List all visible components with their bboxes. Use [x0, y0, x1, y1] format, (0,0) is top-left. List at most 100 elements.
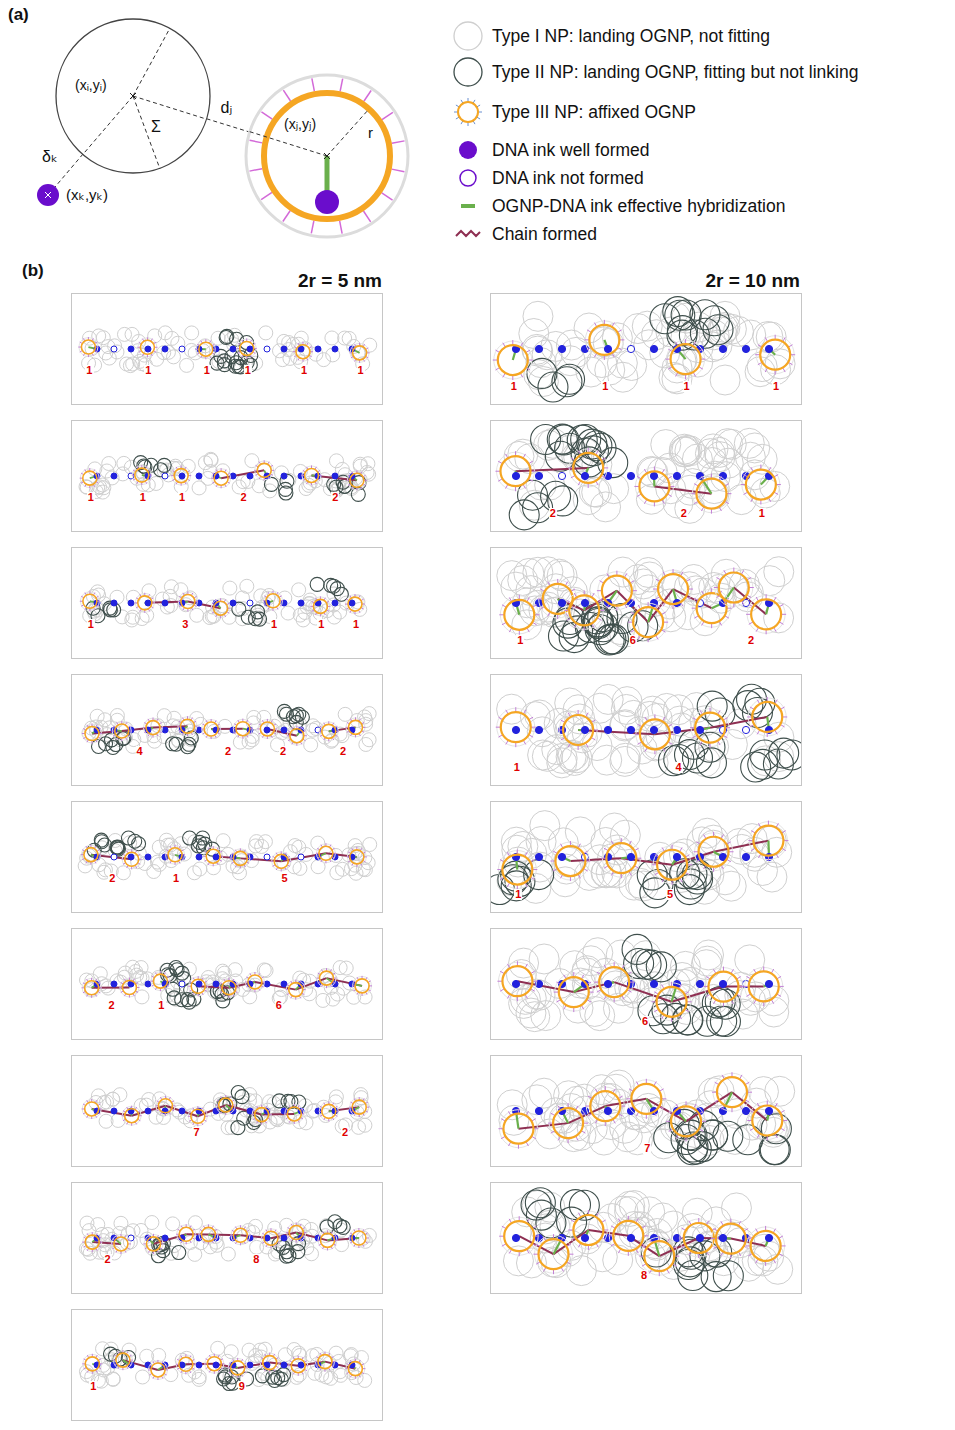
- dna-ink: [128, 600, 134, 606]
- np-halo: [231, 1226, 250, 1245]
- np-halo: [177, 1225, 196, 1244]
- np-halo: [80, 592, 99, 611]
- affixed-np: [352, 1100, 366, 1114]
- type-i-np: [292, 583, 306, 597]
- np-halo: [264, 591, 283, 610]
- type-i-np: [118, 327, 132, 341]
- panel-illustration: [79, 1215, 376, 1263]
- np-halo: [122, 850, 141, 869]
- type-ii-np: [279, 1249, 293, 1263]
- np-halo: [122, 1106, 141, 1125]
- np-halo: [82, 724, 101, 743]
- dna-ink: [145, 346, 151, 352]
- type-i-np: [362, 733, 376, 747]
- affixed-np: [158, 1099, 172, 1113]
- type-i-np: [353, 457, 367, 471]
- dna-ink: [128, 854, 134, 860]
- type-i-np: [255, 839, 269, 853]
- affixed-np: [146, 1237, 160, 1251]
- type-ii-np: [94, 833, 108, 847]
- np-halo: [252, 1105, 271, 1124]
- type-i-np: [363, 837, 377, 851]
- np-halo: [196, 340, 215, 359]
- np-halo: [293, 342, 312, 361]
- type-i-np: [224, 1345, 238, 1359]
- np-halo: [178, 717, 197, 736]
- affixed-np: [85, 1102, 99, 1116]
- affixed-np: [168, 848, 182, 862]
- dna-ink: [264, 727, 270, 733]
- dna-ink-not-formed: [179, 981, 185, 987]
- np-halo: [156, 1096, 175, 1115]
- affixed-np: [255, 1108, 269, 1122]
- np-halo: [135, 593, 154, 612]
- type-i-np: [278, 1348, 292, 1362]
- dna-ink-not-formed: [179, 346, 185, 352]
- type-i-np: [310, 1347, 324, 1361]
- type-ii-np: [166, 737, 180, 751]
- dna-ink: [196, 473, 202, 479]
- affixed-np: [264, 1231, 278, 1245]
- type-ii-np: [231, 1086, 245, 1100]
- type-i-np: [223, 581, 237, 595]
- type-i-np: [108, 339, 122, 353]
- np-halo: [272, 852, 291, 871]
- panel-illustration: [79, 960, 372, 1009]
- dna-ink: [162, 346, 168, 352]
- type-i-np: [263, 1115, 277, 1129]
- type-i-np: [135, 612, 149, 626]
- dna-ink-not-formed: [264, 346, 270, 352]
- type-ii-np: [247, 1115, 261, 1129]
- np-halo: [79, 338, 98, 357]
- type-ii-np: [235, 1090, 249, 1104]
- type-i-np: [316, 993, 330, 1007]
- type-i-np: [352, 1120, 366, 1134]
- affixed-np: [191, 1109, 205, 1123]
- affixed-np: [233, 1228, 247, 1242]
- type-i-np: [149, 476, 163, 490]
- dna-ink: [281, 727, 287, 733]
- type-i-np: [275, 466, 289, 480]
- type-i-np: [123, 359, 137, 373]
- dna-ink: [145, 854, 151, 860]
- affixed-np: [350, 850, 364, 864]
- np-halo: [316, 844, 335, 863]
- affixed-np: [287, 1107, 301, 1121]
- type-i-np: [258, 835, 272, 849]
- np-halo: [261, 1229, 280, 1248]
- np-halo: [219, 978, 238, 997]
- dna-ink-not-formed: [111, 854, 117, 860]
- type-i-np: [211, 1341, 225, 1355]
- dna-ink: [298, 473, 304, 479]
- type-ii-np: [274, 1372, 288, 1386]
- type-i-np: [358, 1373, 372, 1387]
- chain-line: [296, 1233, 327, 1241]
- dna-ink-not-formed: [264, 854, 270, 860]
- type-ii-np: [172, 1246, 186, 1260]
- type-i-np: [164, 1368, 178, 1382]
- affixed-np: [289, 1226, 303, 1240]
- dna-ink: [281, 1362, 287, 1368]
- type-i-np: [166, 1217, 180, 1231]
- affixed-np: [350, 473, 364, 487]
- type-i-np: [125, 613, 139, 627]
- type-i-np: [135, 990, 149, 1004]
- np-halo: [151, 972, 170, 991]
- np-halo: [189, 977, 208, 996]
- np-halo: [172, 466, 191, 485]
- affixed-np: [181, 595, 195, 609]
- type-i-np: [258, 1342, 272, 1356]
- type-i-np: [330, 866, 344, 880]
- dna-ink-not-formed: [298, 854, 304, 860]
- dna-ink: [179, 473, 185, 479]
- type-i-np: [95, 1227, 109, 1241]
- type-i-np: [243, 990, 257, 1004]
- type-ii-np: [132, 837, 146, 851]
- np-halo: [347, 847, 366, 866]
- dna-ink-not-formed: [247, 600, 253, 606]
- type-i-np: [99, 1114, 113, 1128]
- dna-ink: [145, 1362, 151, 1368]
- np-halo: [113, 1351, 132, 1370]
- affixed-np: [214, 601, 228, 615]
